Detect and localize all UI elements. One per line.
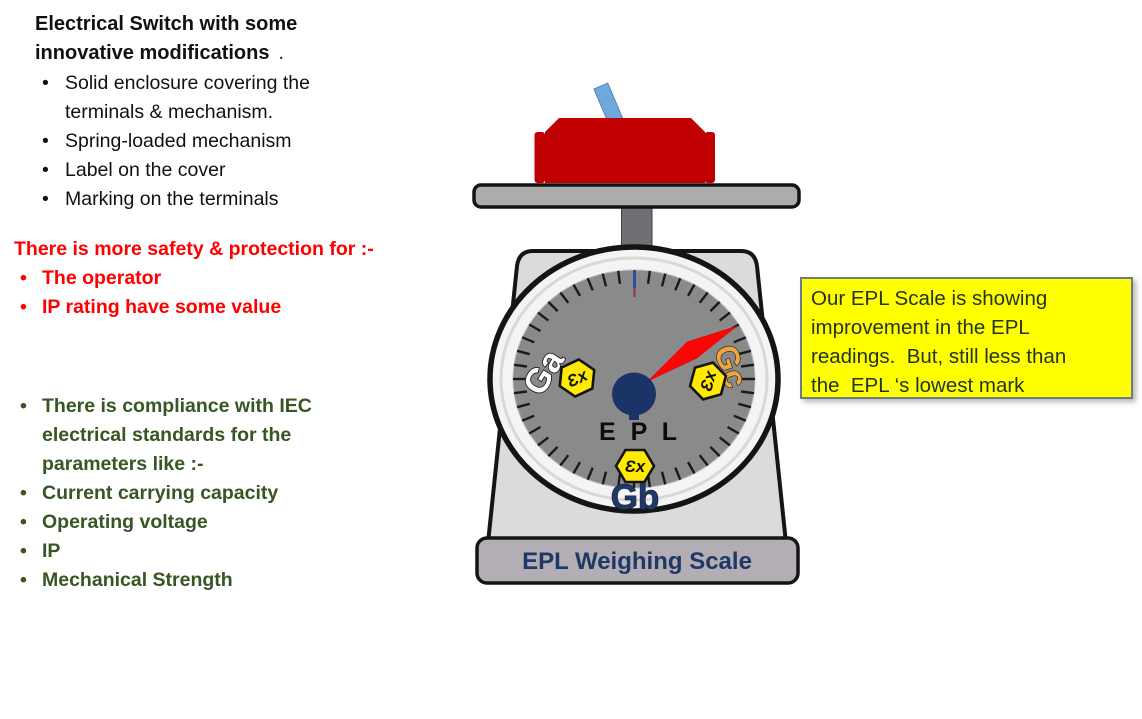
heading-period: .	[278, 42, 285, 64]
bullet-marker: •	[42, 72, 49, 94]
weighing-scale-illustration: Ga Ɛx Gc Ɛx E P L Ɛx Gb EPL Weighing Sca…	[472, 82, 801, 585]
bullet-marker: •	[42, 188, 49, 210]
bullet-marker: •	[20, 267, 27, 289]
bullet-marker: •	[42, 159, 49, 181]
list-item: • Mechanical Strength	[14, 566, 434, 595]
switch-left-tab	[534, 132, 545, 183]
base-label: EPL Weighing Scale	[522, 548, 752, 575]
epl-callout-box: Our EPL Scale is showing improvement in …	[800, 277, 1133, 399]
list-item: • Spring-loaded mechanism	[35, 127, 435, 156]
intro-heading-line1: Electrical Switch with some	[35, 13, 298, 35]
list-item: • The operator	[14, 264, 494, 293]
weighing-tray	[472, 183, 801, 209]
list-item: • Label on the cover	[35, 156, 435, 185]
intro-section: Electrical Switch with some innovative m…	[35, 10, 435, 214]
list-item: • Operating voltage	[14, 508, 434, 537]
list-item: • There is compliance with IEC electrica…	[14, 392, 434, 479]
list-item: • Marking on the terminals	[35, 185, 435, 214]
safety-heading: There is more safety & protection for :-	[14, 238, 374, 260]
dial-hub	[612, 372, 656, 416]
intro-heading-line2: innovative modifications.	[35, 42, 285, 64]
compliance-section: • There is compliance with IEC electrica…	[14, 392, 434, 595]
bullet-marker: •	[20, 540, 27, 562]
list-item: • IP rating have some value	[14, 293, 494, 322]
ex-hexagon-bottom: Ɛx	[614, 448, 656, 484]
epl-gb-label: Gb	[611, 478, 660, 517]
bullet-marker: •	[20, 296, 27, 318]
ex-hexagon-right: Ɛx	[688, 361, 728, 401]
ex-hexagon-left: Ɛx	[558, 357, 596, 399]
bullet-marker: •	[20, 395, 27, 417]
epl-center-label: E P L	[599, 418, 681, 446]
list-item: • Solid enclosure covering the terminals…	[35, 69, 435, 127]
safety-section: There is more safety & protection for :-…	[14, 234, 494, 322]
ex-symbol: Ɛx	[625, 457, 647, 476]
bullet-marker: •	[42, 130, 49, 152]
list-item: • IP	[14, 537, 434, 566]
bullet-marker: •	[20, 569, 27, 591]
switch-body	[545, 118, 705, 183]
dial-bezel-shading	[499, 256, 769, 502]
switch-right-tab	[704, 132, 715, 183]
list-item: • Current carrying capacity	[14, 479, 434, 508]
intro-bullet-list: • Solid enclosure covering the terminals…	[35, 69, 435, 214]
bullet-marker: •	[20, 511, 27, 533]
bullet-marker: •	[20, 482, 27, 504]
scale-base	[475, 536, 800, 585]
